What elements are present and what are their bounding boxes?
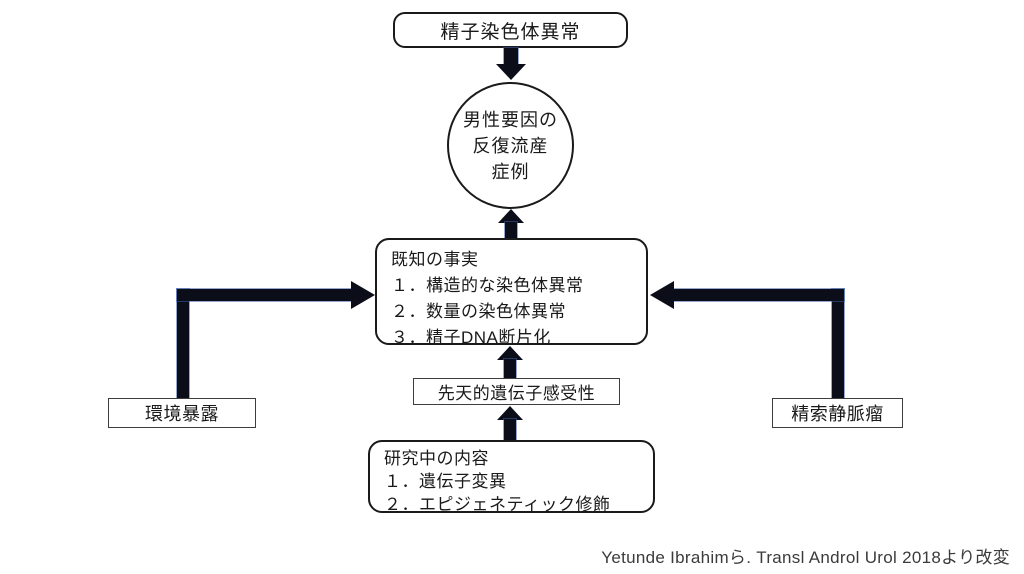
- node-environmental-exposure: 環境暴露: [108, 398, 256, 428]
- node-congenital-genetic-susceptibility: 先天的遺伝子感受性: [413, 378, 620, 405]
- research-item-1: １．遺伝子変異: [384, 472, 507, 491]
- research-item-2: ２．エピジェネティック修飾: [384, 495, 611, 514]
- arrowhead-right: [351, 281, 375, 309]
- arrowhead-left: [650, 281, 674, 309]
- arrow-shaft-horizontal: [177, 289, 352, 301]
- arrowhead-up: [498, 209, 524, 223]
- arrow-shaft-horizontal: [674, 289, 844, 301]
- node-male-factor-rpl-cases: 男性要因の 反復流産 症例: [447, 82, 574, 209]
- source-caption: Yetunde Ibrahimら. Transl Androl Urol 201…: [601, 548, 1010, 567]
- circle-line-2: 反復流産: [472, 135, 549, 156]
- node-known-facts: 既知の事実 １．構造的な染色体異常 ２．数量の染色体異常 ３．精子DNA断片化: [375, 238, 648, 347]
- research-title: 研究中の内容: [384, 449, 489, 468]
- node-label: 精子染色体異常: [440, 21, 581, 43]
- arrow-shaft: [504, 48, 518, 65]
- circle-line-3: 症例: [491, 161, 530, 182]
- arrowhead-down: [496, 64, 526, 80]
- node-sperm-chromosome-abnormality: 精子染色体異常: [393, 12, 628, 48]
- node-label: 先天的遺伝子感受性: [437, 384, 596, 403]
- node-label: 精索静脈瘤: [791, 404, 884, 424]
- arrowhead-up: [497, 346, 523, 360]
- arrow-shaft-vertical: [832, 289, 844, 398]
- node-under-research: 研究中の内容 １．遺伝子変異 ２．エピジェネティック修飾: [368, 440, 655, 514]
- known-facts-item-3: ３．精子DNA断片化: [391, 328, 551, 347]
- arrow-shaft: [505, 222, 517, 238]
- arrow-shaft: [504, 359, 516, 378]
- node-label: 環境暴露: [145, 404, 219, 424]
- node-varicocele: 精索静脈瘤: [772, 398, 903, 428]
- known-facts-item-2: ２．数量の染色体異常: [391, 302, 566, 321]
- arrow-shaft-vertical: [177, 289, 189, 398]
- arrowhead-up: [497, 406, 523, 420]
- circle-line-1: 男性要因の: [463, 109, 558, 130]
- known-facts-title: 既知の事実: [391, 250, 479, 269]
- arrow-shaft: [504, 419, 516, 440]
- known-facts-item-1: １．構造的な染色体異常: [391, 276, 584, 295]
